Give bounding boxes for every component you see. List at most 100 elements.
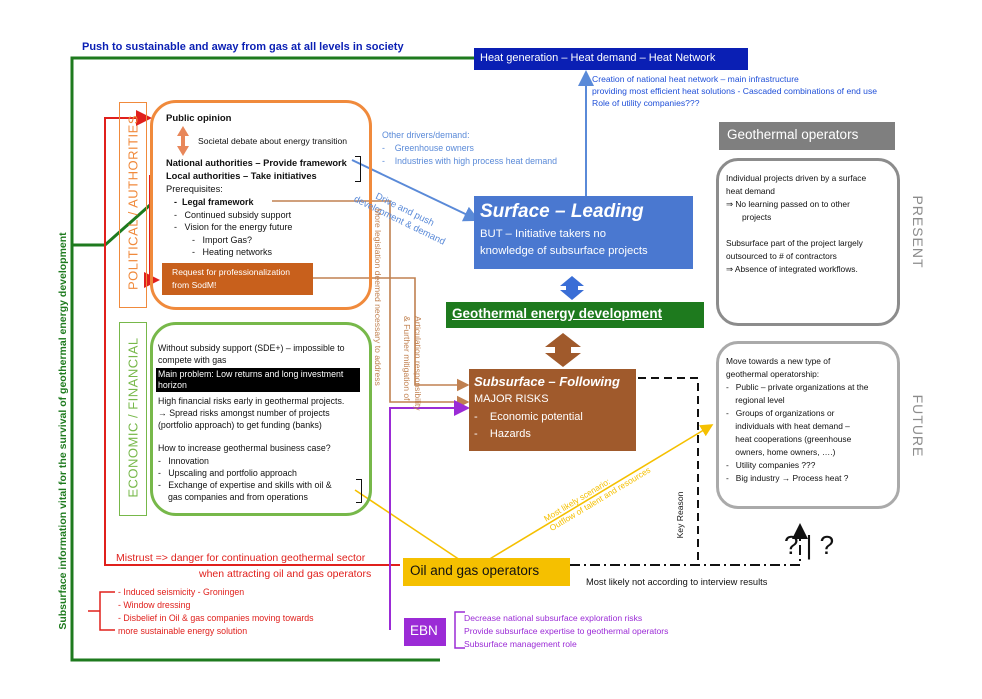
economic-line2-1: High financial risks early in geothermal… — [158, 396, 345, 406]
public-opinion: Public opinion — [166, 113, 232, 124]
political-label: POLITICAL / AUTHORITIES — [125, 115, 141, 290]
future-line-10: - Big industry → Process heat ? — [726, 473, 849, 483]
subsurface-title: Subsurface – Following — [474, 374, 620, 389]
ebn-item-2: Provide subsurface expertise to geotherm… — [464, 626, 669, 636]
present-line-2: heat demand — [726, 186, 775, 196]
request-box — [162, 263, 313, 295]
main-problem-box — [156, 368, 360, 392]
future-line-1: Move towards a new type of — [726, 356, 831, 366]
present-line-5 — [726, 224, 866, 237]
local-authorities: Local authorities – Take initiatives — [166, 171, 317, 181]
economic-line2-3: (portfolio approach) to get funding (ban… — [158, 420, 322, 430]
left-vertical-label: Subsurface information vital for the sur… — [57, 232, 69, 630]
mistrust-item-4: more sustainable energy solution — [118, 626, 248, 636]
present-line-4: projects — [742, 212, 772, 222]
prereq-legal-text: Legal framework — [182, 197, 254, 207]
subsurface-item-2: - Hazards — [474, 428, 531, 440]
present-line-8: ⇒ Absence of integrated workflows. — [726, 264, 858, 274]
subsurface-box — [469, 369, 636, 451]
economic-item-3-text: Exchange of expertise and skills with oi… — [168, 480, 332, 490]
top-left-heading: Push to sustainable and away from gas at… — [82, 41, 404, 53]
economic-box — [150, 322, 372, 516]
geo-dev-label: Geothermal energy development — [452, 306, 663, 321]
prereq-subsidy-text: Continued subsidy support — [184, 210, 292, 220]
future-line-6: individuals with heat demand – — [726, 421, 850, 431]
mistrust-item-1: - Induced seismicity - Groningen — [118, 587, 245, 597]
key-reason-label: Key Reason — [675, 491, 685, 539]
ebn-item-1: Decrease national subsurface exploration… — [464, 613, 643, 623]
economic-label: ECONOMIC / FINANCIAL — [125, 337, 141, 498]
political-label-box — [119, 102, 147, 308]
prereq-import-gas: - Import Gas? — [192, 235, 253, 245]
dashed-to-future — [570, 523, 808, 566]
prereq-vision: - Vision for the energy future — [174, 222, 293, 232]
request-line — [313, 277, 470, 392]
geothermal-operators-box — [719, 122, 895, 150]
request-line-1: Request for professionalization — [172, 267, 290, 277]
future-text: Move towards a new type of geothermal op… — [726, 355, 868, 485]
national-authorities: National authorities – Provide framework — [166, 158, 347, 168]
prereq-heating-text: Heating networks — [202, 247, 273, 257]
articulation-line-1: Articulation responsibility — [413, 316, 423, 411]
societal-debate: Societal debate about energy transition — [198, 136, 348, 146]
future-line-4: regional level — [726, 395, 785, 405]
ebn-label: EBN — [410, 623, 438, 638]
mistrust-line-2: when attracting oil and gas operators — [199, 568, 372, 580]
economic-label-box — [119, 322, 147, 516]
subsurface-item-1-text: Economic potential — [489, 411, 583, 423]
prereq-subsidy: - Continued subsidy support — [174, 210, 292, 220]
economic-line2-2: → Spread risks amongst number of project… — [158, 408, 330, 418]
economic-item-4: gas companies and from operations — [168, 492, 308, 502]
present-line-3: ⇒ No learning passed on to other — [726, 199, 850, 209]
economic-item-3: - Exchange of expertise and skills with … — [158, 480, 332, 490]
not-according-label: Most likely not according to interview r… — [586, 577, 768, 587]
future-line-2: geothermal operatorship: — [726, 369, 820, 379]
economic-line-1: Without subsidy support (SDE+) – impossi… — [158, 343, 345, 353]
green-frame-line — [70, 56, 475, 662]
future-line-8: owners, home owners, ….) — [726, 447, 836, 457]
present-line-1: Individual projects driven by a surface — [726, 173, 867, 183]
other-drivers-item-2-text: Industries with high process heat demand — [394, 156, 558, 166]
heat-network-note-2: providing most efficient heat solutions … — [592, 86, 878, 96]
economic-line-2: compete with gas — [158, 355, 227, 365]
surface-title: Surface – Leading — [480, 201, 644, 222]
economic-item-2-text: Upscaling and portfolio approach — [168, 468, 297, 478]
future-box — [716, 341, 900, 509]
purple-ebn-line — [389, 400, 470, 630]
request-line-2: from SodM! — [172, 280, 217, 290]
more-legislation-label: More legislation deemed necessary to add… — [373, 208, 383, 386]
question-marks: ? | ? — [784, 530, 835, 560]
oil-gas-label: Oil and gas operators — [410, 563, 540, 578]
geo-dev-box — [446, 302, 704, 328]
drive-push-arrow — [351, 159, 480, 222]
economic-brace — [356, 479, 362, 503]
surface-box — [474, 196, 693, 269]
purple-ebn-brace — [454, 611, 465, 649]
future-line-5: - Groups of organizations or — [726, 408, 835, 418]
future-line-7: heat cooperations (greenhouse — [726, 434, 852, 444]
subsurface-item-2-text: Hazards — [489, 428, 531, 440]
mistrust-item-3: - Disbelief in Oil & gas companies movin… — [118, 613, 314, 623]
economic-question: How to increase geothermal business case… — [158, 443, 331, 453]
mistrust-line-1: Mistrust => danger for continuation geot… — [116, 552, 366, 564]
yellow-economic-line — [354, 489, 461, 561]
present-text: Individual projects driven by a surface … — [726, 172, 866, 276]
surface-body-2: knowledge of subsurface projects — [480, 245, 648, 257]
economic-item-2: - Upscaling and portfolio approach — [158, 468, 297, 478]
future-line-3: - Public – private organizations at the — [726, 382, 869, 392]
other-drivers-item-1: - Greenhouse owners — [382, 143, 474, 153]
heat-network-note-1: Creation of national heat network – main… — [592, 74, 799, 84]
present-label: PRESENT — [910, 195, 926, 269]
other-drivers-item-1-text: Greenhouse owners — [394, 143, 474, 153]
dashed-key-reason — [638, 377, 699, 565]
present-line-6: Subsurface part of the project largely — [726, 238, 863, 248]
articulation-line-2: & Further mitigation of — [402, 316, 412, 401]
prerequisites: Prerequisites: — [166, 184, 223, 194]
future-line-9: - Utility companies ??? — [726, 460, 816, 470]
political-box — [150, 100, 372, 310]
surface-body-1: BUT – Initiative takers no — [480, 228, 606, 240]
future-label: FUTURE — [910, 394, 926, 458]
authorities-brace — [355, 156, 361, 182]
